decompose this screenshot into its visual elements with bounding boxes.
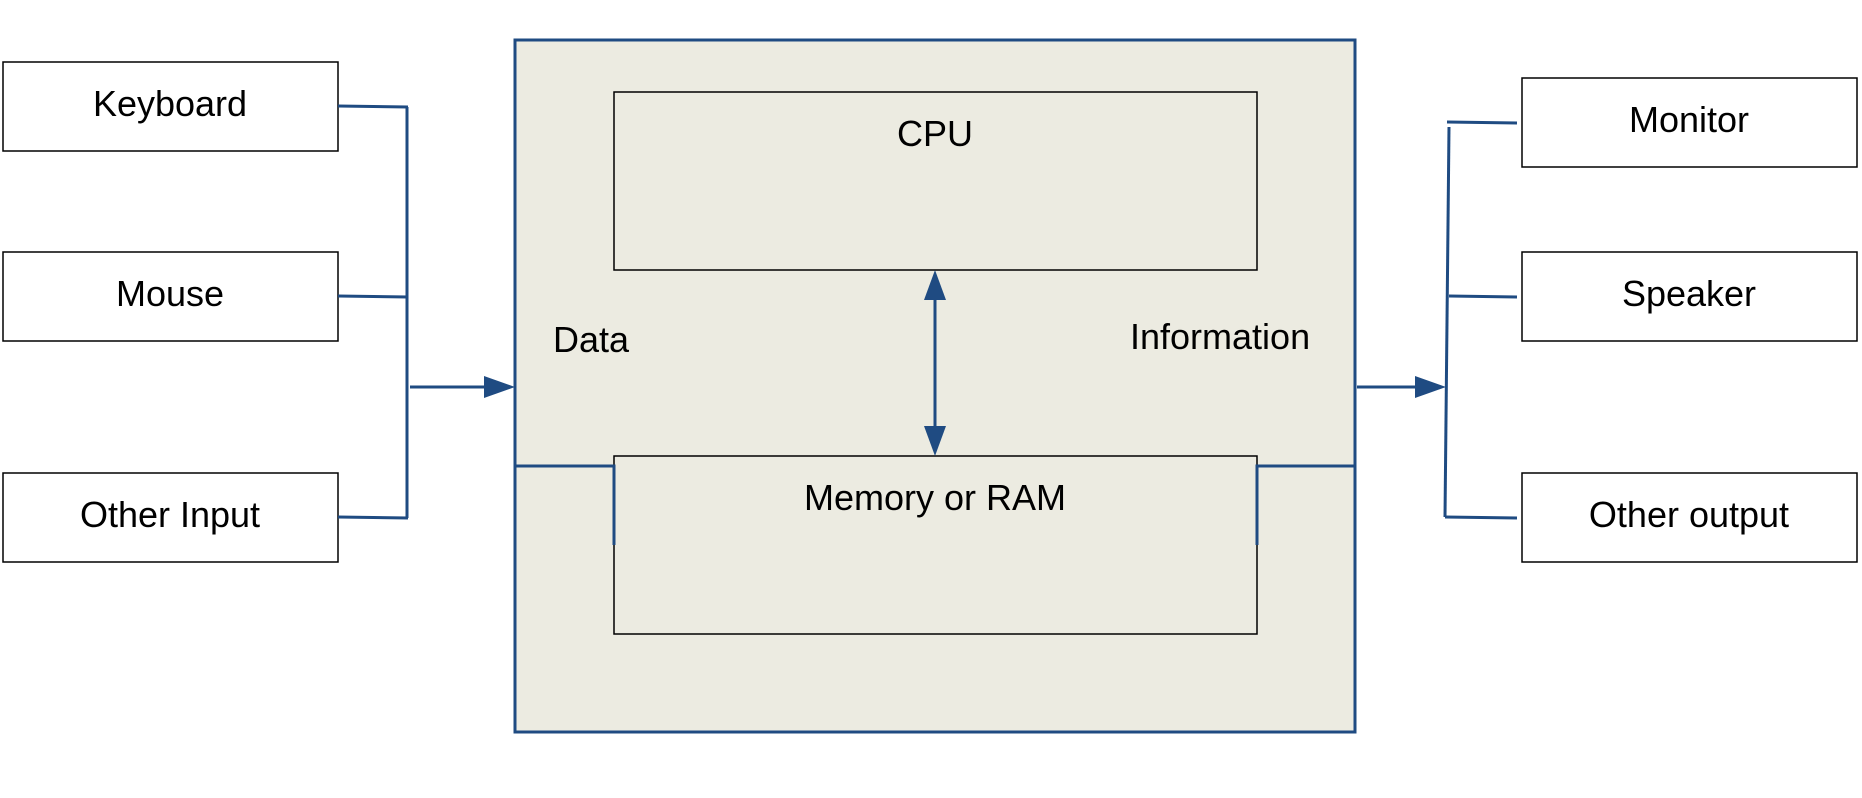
output-bracket xyxy=(1443,120,1518,520)
cpu-label: CPU xyxy=(897,113,973,154)
input-device-other: Other Input xyxy=(2,472,339,563)
output-label-other: Other output xyxy=(1589,494,1789,535)
memory-arrowhead xyxy=(924,426,946,456)
output-label-speaker: Speaker xyxy=(1622,273,1756,314)
information-label: Information xyxy=(1130,316,1310,357)
input-bracket xyxy=(337,104,409,520)
output-arrowhead xyxy=(1415,376,1446,398)
memory-to-information-connector xyxy=(1255,464,1355,545)
input-arrowhead xyxy=(484,376,515,398)
cpu-arrowhead xyxy=(924,270,946,300)
output-label-monitor: Monitor xyxy=(1629,99,1749,140)
input-label-mouse: Mouse xyxy=(116,273,224,314)
input-device-mouse: Mouse xyxy=(2,251,339,342)
input-device-keyboard: Keyboard xyxy=(2,61,339,152)
data-to-memory-connector xyxy=(515,464,616,545)
input-label-other: Other Input xyxy=(80,494,260,535)
output-device-speaker: Speaker xyxy=(1521,251,1858,342)
output-device-monitor: Monitor xyxy=(1521,77,1858,168)
input-label-keyboard: Keyboard xyxy=(93,83,247,124)
memory-box xyxy=(613,455,1258,635)
data-label: Data xyxy=(553,319,630,360)
cpu-box xyxy=(613,91,1258,271)
output-device-other: Other output xyxy=(1521,472,1858,563)
memory-label: Memory or RAM xyxy=(804,477,1066,518)
